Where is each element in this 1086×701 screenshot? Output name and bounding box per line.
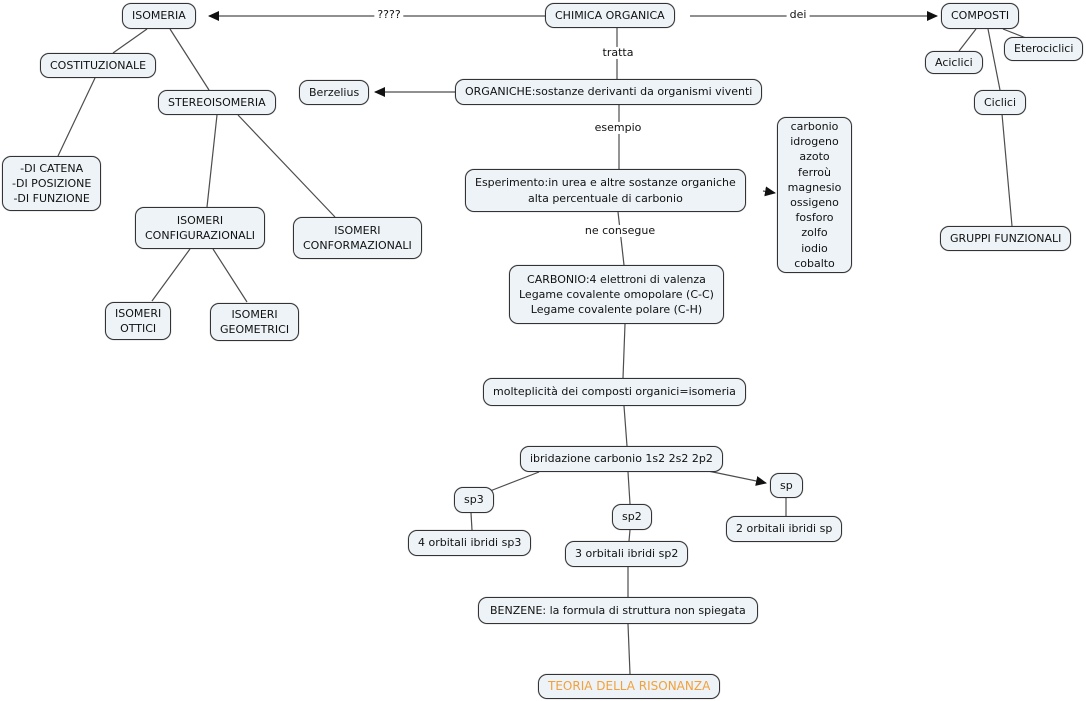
node-costituzionale[interactable]: COSTITUZIONALE	[40, 53, 157, 78]
edge-ibridazione-to-sp	[707, 470, 767, 486]
node-orbitali-sp[interactable]: 2 orbitali ibridi sp	[726, 516, 843, 542]
edge-isomeria-to-costituzionale	[112, 28, 148, 54]
edge-costituzionale-to-dicatena	[57, 77, 96, 157]
node-isomeri-configurazionali[interactable]: ISOMERI CONFIGURAZIONALI	[135, 207, 265, 249]
edge-esperimento-to-carbonio	[617, 211, 625, 266]
node-isomeri-ottici[interactable]: ISOMERI OTTICI	[105, 302, 172, 340]
node-molteplicita[interactable]: molteplicità dei composti organici=isome…	[483, 378, 746, 406]
node-stereoisomeria[interactable]: STEREOISOMERIA	[158, 90, 276, 115]
edge-label-question[interactable]: ????	[374, 8, 404, 22]
node-orbitali-sp3[interactable]: 4 orbitali ibridi sp3	[408, 530, 532, 556]
node-ciclici[interactable]: Ciclici	[974, 90, 1027, 115]
node-teoria-risonanza[interactable]: TEORIA DELLA RISONANZA	[538, 674, 721, 699]
edge-composti-to-aciclici	[958, 28, 977, 52]
node-sp[interactable]: sp	[770, 473, 803, 498]
node-gruppi-funzionali[interactable]: GRUPPI FUNZIONALI	[940, 226, 1072, 251]
edge-carbonio-to-molteplicita	[622, 323, 626, 379]
node-ibridazione[interactable]: ibridazione carbonio 1s2 2s2 2p2	[520, 446, 723, 472]
edge-ciclici-to-gruppi	[1001, 113, 1013, 227]
node-esperimento[interactable]: Esperimento:in urea e altre sostanze org…	[465, 169, 746, 212]
edge-label-tratta[interactable]: tratta	[599, 46, 637, 60]
edge-ibridazione-to-sp3	[489, 471, 540, 492]
node-benzene[interactable]: BENZENE: la formula di struttura non spi…	[478, 597, 758, 624]
node-di-catena[interactable]: -DI CATENA -DI POSIZIONE -DI FUNZIONE	[2, 156, 102, 211]
edge-stereo-to-conformazionali	[237, 114, 336, 218]
edge-benzene-to-teoria	[627, 623, 631, 675]
node-chimica-organica[interactable]: CHIMICA ORGANICA	[545, 3, 675, 28]
node-isomeri-geometrici[interactable]: ISOMERI GEOMETRICI	[210, 303, 300, 341]
node-orbitali-sp2[interactable]: 3 orbitali ibridi sp2	[565, 541, 689, 567]
edge-esperimento-to-elementi	[762, 186, 776, 197]
node-isomeria[interactable]: ISOMERIA	[122, 3, 196, 29]
edge-sp2-to-orbitali3	[628, 529, 631, 542]
edge-composti-to-eterociclici	[1002, 28, 1027, 39]
node-elementi[interactable]: carbonio idrogeno azoto ferroù magnesio …	[777, 117, 852, 273]
node-composti[interactable]: COMPOSTI	[941, 3, 1020, 29]
edge-configurazionali-to-ottici	[151, 248, 191, 302]
edge-stereo-to-configurazionali	[206, 114, 218, 208]
edge-label-dei[interactable]: dei	[786, 8, 810, 22]
edge-sp3-to-orbitali4	[470, 512, 473, 531]
node-sp3[interactable]: sp3	[454, 487, 494, 513]
node-aciclici[interactable]: Aciclici	[925, 51, 983, 74]
edge-ibridazione-to-sp2	[627, 471, 631, 505]
edge-configurazionali-to-geometrici	[212, 248, 248, 303]
node-sp2[interactable]: sp2	[612, 504, 652, 530]
node-carbonio[interactable]: CARBONIO:4 elettroni di valenza Legame c…	[509, 265, 724, 324]
node-isomeri-conformazionali[interactable]: ISOMERI CONFORMAZIONALI	[293, 217, 422, 259]
edge-molteplicita-to-ibridazione	[623, 405, 628, 447]
edge-composti-to-ciclici	[987, 28, 1001, 91]
node-eterociclici[interactable]: Eterociclici	[1004, 37, 1084, 61]
node-organiche[interactable]: ORGANICHE:sostanze derivanti da organism…	[455, 79, 763, 105]
edge-isomeria-to-stereoisomeria	[169, 28, 210, 91]
node-berzelius[interactable]: Berzelius	[299, 80, 370, 105]
edge-label-ne-consegue[interactable]: ne consegue	[581, 224, 659, 238]
edge-label-esempio[interactable]: esempio	[591, 121, 645, 135]
